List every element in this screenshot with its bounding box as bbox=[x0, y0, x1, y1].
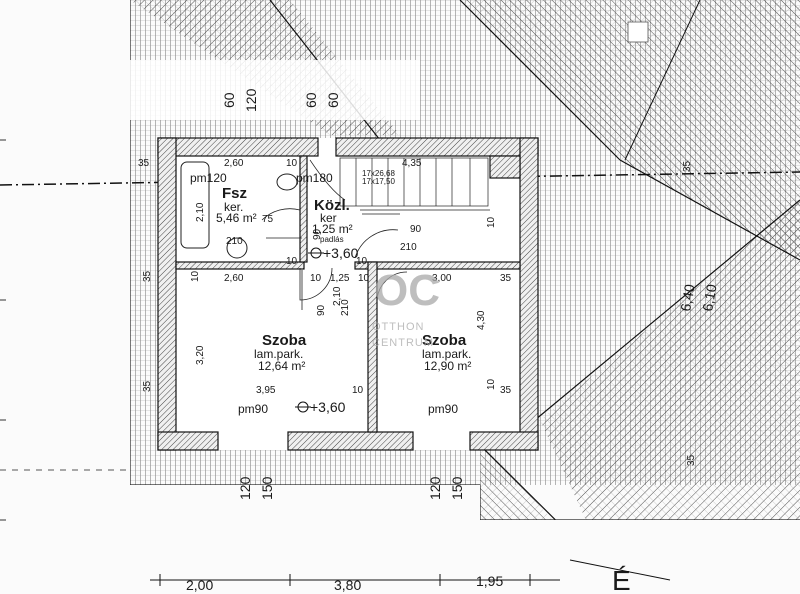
svg-text:35: 35 bbox=[686, 454, 697, 466]
svg-text:Szoba: Szoba bbox=[422, 332, 467, 349]
svg-text:10: 10 bbox=[310, 273, 322, 284]
svg-text:Szoba: Szoba bbox=[262, 332, 307, 349]
svg-text:10: 10 bbox=[190, 270, 201, 282]
svg-text:10: 10 bbox=[486, 378, 497, 390]
svg-text:2,00: 2,00 bbox=[186, 577, 213, 593]
svg-text:150: 150 bbox=[259, 476, 275, 500]
svg-text:90: 90 bbox=[410, 224, 422, 235]
dimension-chain-bottom bbox=[150, 574, 560, 586]
sill-label: pm180 bbox=[296, 171, 333, 185]
bathtub-icon bbox=[180, 161, 210, 249]
sink-icon bbox=[226, 237, 248, 259]
svg-text:35: 35 bbox=[682, 160, 693, 172]
svg-text:Közl.: Közl. bbox=[314, 197, 350, 214]
svg-text:Fsz: Fsz bbox=[222, 185, 247, 202]
door-swings bbox=[261, 208, 408, 310]
room-kozl: Közl. ker 1,25 m² bbox=[312, 197, 353, 236]
svg-text:lam.park.: lam.park. bbox=[254, 347, 303, 361]
svg-text:120: 120 bbox=[243, 88, 259, 112]
staircase bbox=[309, 157, 490, 211]
svg-text:1,25 m²: 1,25 m² bbox=[312, 222, 353, 236]
svg-text:2,10: 2,10 bbox=[332, 286, 343, 306]
svg-text:150: 150 bbox=[449, 476, 465, 500]
level-marker-lower: +3,60 bbox=[295, 399, 346, 415]
walls bbox=[157, 137, 539, 451]
svg-text:ker: ker bbox=[320, 211, 337, 225]
svg-text:35: 35 bbox=[142, 380, 153, 392]
svg-text:1,95: 1,95 bbox=[476, 573, 503, 589]
svg-text:10: 10 bbox=[356, 256, 368, 267]
svg-text:60: 60 bbox=[303, 92, 319, 108]
svg-text:3,00: 3,00 bbox=[432, 273, 452, 284]
svg-text:4,30: 4,30 bbox=[476, 310, 487, 330]
note-padlas: padlás bbox=[320, 235, 344, 244]
toilet-icon bbox=[276, 173, 298, 191]
svg-text:120: 120 bbox=[237, 476, 253, 500]
note-75: 75 bbox=[262, 214, 274, 225]
svg-text:35: 35 bbox=[142, 270, 153, 282]
svg-text:+3,60: +3,60 bbox=[323, 245, 359, 261]
inner-dimensions: 2,60 10 4,35 10 3,00 35 10 35 2,60 10 1,… bbox=[142, 158, 512, 396]
svg-text:2,60: 2,60 bbox=[224, 273, 244, 284]
svg-text:1,25: 1,25 bbox=[330, 273, 350, 284]
svg-text:3,95: 3,95 bbox=[256, 385, 276, 396]
svg-text:OC: OC bbox=[374, 266, 440, 315]
svg-text:3,80: 3,80 bbox=[334, 577, 361, 593]
svg-text:210: 210 bbox=[400, 242, 417, 253]
svg-text:120: 120 bbox=[427, 476, 443, 500]
watermark-logo: OC OTTHON CENTRUM bbox=[372, 266, 440, 349]
margin-ticks bbox=[0, 139, 6, 521]
svg-text:10: 10 bbox=[358, 273, 370, 284]
svg-text:10: 10 bbox=[352, 385, 364, 396]
svg-text:6,40: 6,40 bbox=[677, 283, 698, 313]
svg-text:12,90 m²: 12,90 m² bbox=[424, 359, 471, 373]
svg-text:90: 90 bbox=[316, 304, 327, 316]
sill-label: pm90 bbox=[428, 402, 458, 416]
room-szoba-1: Szoba lam.park. 12,64 m² bbox=[254, 332, 307, 373]
level-marker-upper: +3,60 bbox=[308, 245, 359, 261]
svg-text:60: 60 bbox=[221, 92, 237, 108]
note-fsz-dim: 2,10 bbox=[195, 202, 206, 222]
svg-text:4,35: 4,35 bbox=[402, 158, 422, 169]
chimney bbox=[627, 21, 649, 43]
svg-text:10: 10 bbox=[286, 256, 298, 267]
svg-text:2,60: 2,60 bbox=[224, 158, 244, 169]
svg-text:35: 35 bbox=[500, 273, 512, 284]
room-szoba-2: Szoba lam.park. 12,90 m² bbox=[422, 332, 471, 373]
svg-text:lam.park.: lam.park. bbox=[422, 347, 471, 361]
room-fsz: Fsz ker. 5,46 m² bbox=[216, 185, 257, 225]
sill-label: pm120 bbox=[190, 171, 227, 185]
north-indicator: É bbox=[612, 565, 631, 594]
roof-hip-top bbox=[460, 0, 800, 260]
sill-label: pm90 bbox=[238, 402, 268, 416]
svg-text:10: 10 bbox=[286, 158, 298, 169]
svg-text:210: 210 bbox=[340, 299, 351, 316]
svg-text:210: 210 bbox=[226, 236, 243, 247]
svg-text:3,20: 3,20 bbox=[195, 345, 206, 365]
svg-text:ker.: ker. bbox=[224, 200, 243, 214]
svg-text:60: 60 bbox=[325, 92, 341, 108]
note-stair2: 17x17,50 bbox=[362, 177, 395, 186]
svg-text:35: 35 bbox=[138, 158, 150, 169]
svg-text:10: 10 bbox=[486, 216, 497, 228]
bathroom-fixtures bbox=[180, 161, 298, 259]
svg-text:35: 35 bbox=[500, 385, 512, 396]
house-footprint bbox=[158, 138, 538, 450]
svg-text:90: 90 bbox=[312, 228, 323, 240]
svg-text:12,64 m²: 12,64 m² bbox=[258, 359, 305, 373]
svg-text:OTTHON: OTTHON bbox=[372, 321, 424, 333]
svg-text:+3,60: +3,60 bbox=[310, 399, 346, 415]
svg-text:CENTRUM: CENTRUM bbox=[372, 337, 434, 349]
svg-text:6,10: 6,10 bbox=[699, 283, 720, 313]
roof-hip-right bbox=[540, 200, 800, 594]
note-stair: 17x26,68 bbox=[362, 169, 395, 178]
outer-dimensions: 60 120 60 60 120 150 120 150 2,00 3,80 1… bbox=[138, 88, 720, 593]
svg-text:5,46 m²: 5,46 m² bbox=[216, 211, 257, 225]
